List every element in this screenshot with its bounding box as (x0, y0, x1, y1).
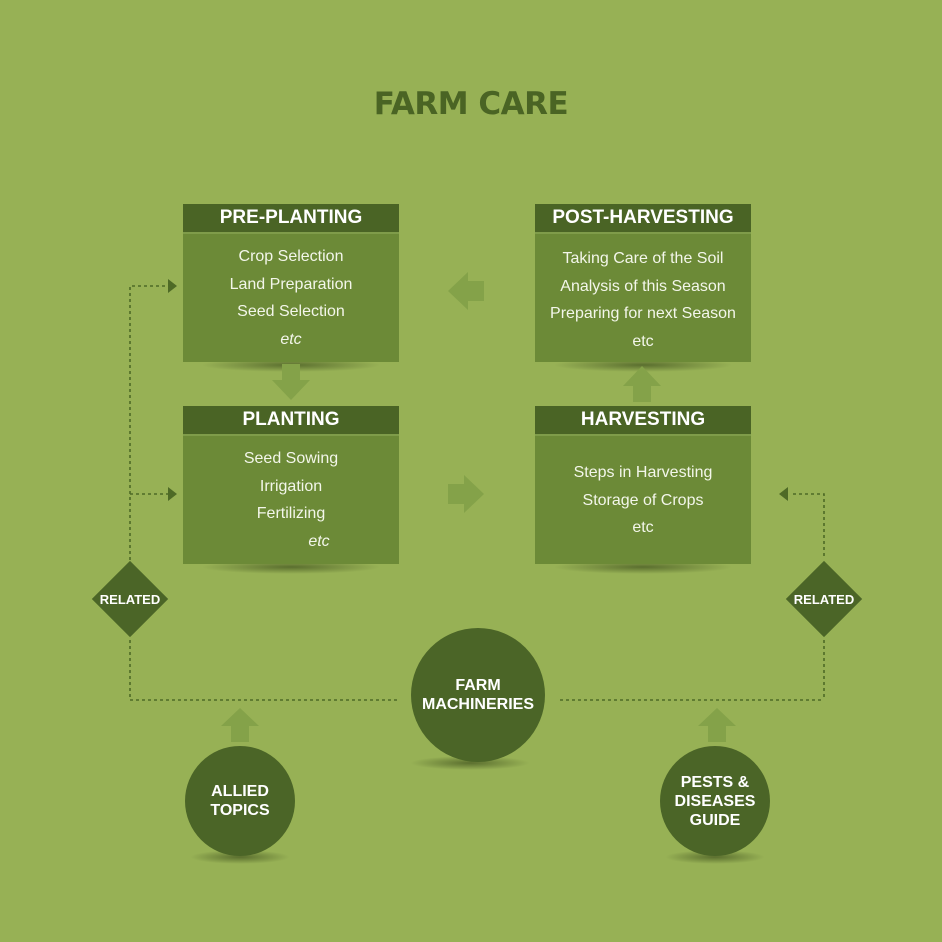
list-item: Storage of Crops (582, 491, 704, 509)
down-arrow-icon (272, 364, 310, 400)
pests-up-arrow-icon (698, 708, 736, 742)
right-arrow-icon (448, 475, 484, 513)
farm-machineries-line1: FARM (455, 677, 501, 694)
pests-diseases-line3: GUIDE (689, 811, 741, 829)
pre-planting-heading: PRE-PLANTING (183, 204, 399, 234)
harvesting-pointer-icon (779, 487, 788, 501)
allied-topics-circle: ALLIED TOPICS (185, 746, 295, 856)
list-item: Seed Sowing (243, 450, 339, 467)
list-item: etc (632, 332, 654, 350)
list-item: Irrigation (259, 477, 323, 495)
list-item: etc (308, 532, 330, 550)
planting-heading: PLANTING (183, 406, 399, 436)
list-item: Fertilizing (256, 505, 326, 522)
farm-machineries-line2: MACHINERIES (421, 696, 534, 713)
allied-up-arrow-icon (221, 708, 259, 742)
circle-shadow (410, 756, 530, 770)
related-left-label: RELATED (99, 591, 161, 607)
list-item: Steps in Harvesting (573, 464, 713, 481)
pests-diseases-line2: DISEASES (674, 792, 756, 810)
related-right-diamond: RELATED (785, 560, 863, 638)
list-item: etc (280, 330, 302, 348)
harvesting-heading: HARVESTING (535, 406, 751, 436)
list-item: Crop Selection (238, 248, 344, 265)
list-item: Analysis of this Season (560, 277, 726, 295)
list-item: Seed Selection (237, 303, 345, 320)
post-harvesting-box: POST-HARVESTING Taking Care of the Soil … (535, 204, 751, 362)
circle-shadow (665, 850, 765, 864)
planting-box: PLANTING Seed Sowing Irrigation Fertiliz… (183, 406, 399, 564)
circle-shadow (190, 850, 290, 864)
list-item: Preparing for next Season (550, 305, 736, 322)
list-item: etc (632, 519, 654, 536)
post-harvesting-heading: POST-HARVESTING (535, 204, 751, 234)
pre-planting-box: PRE-PLANTING Crop Selection Land Prepara… (183, 204, 399, 362)
allied-topics-line1: ALLIED (211, 783, 269, 800)
pre-planting-pointer-icon (168, 279, 177, 293)
pests-diseases-line1: PESTS & (680, 773, 750, 791)
harvesting-box: HARVESTING Steps in Harvesting Storage o… (535, 406, 751, 564)
page-title: FARM CARE (373, 86, 569, 122)
allied-topics-line2: TOPICS (210, 802, 270, 819)
farm-machineries-circle: FARM MACHINERIES (411, 628, 545, 762)
pests-diseases-circle: PESTS & DISEASES GUIDE (660, 746, 770, 856)
left-arrow-icon (448, 272, 484, 310)
planting-pointer-icon (168, 487, 177, 501)
list-item: Land Preparation (229, 275, 353, 293)
list-item: Taking Care of the Soil (562, 250, 724, 267)
right-connector-line (790, 493, 825, 556)
up-arrow-icon (623, 366, 661, 402)
related-right-label: RELATED (793, 591, 855, 607)
left-connector-line (129, 285, 168, 560)
related-left-diamond: RELATED (91, 560, 169, 638)
